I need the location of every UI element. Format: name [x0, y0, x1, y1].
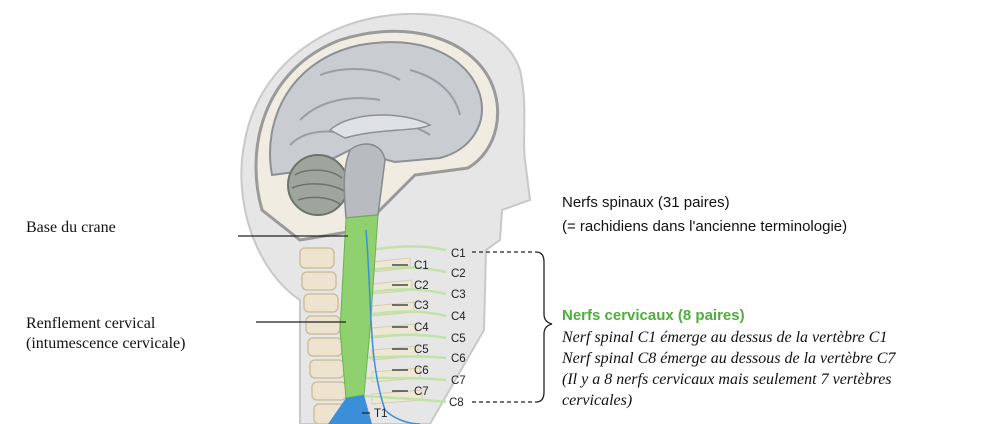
cervical-note-4: cervicales) [562, 392, 633, 409]
nerve-label: C5 [451, 333, 466, 345]
corpus-callosum [328, 114, 432, 139]
csf-region [328, 395, 372, 424]
cervical-nerves-title: Nerfs cervicaux (8 paires) [562, 307, 745, 324]
nerve-label: C1 [451, 248, 466, 260]
renflement-label-line2: (intumescence cervicale) [26, 335, 186, 352]
cervical-brace [535, 251, 553, 403]
brain [269, 41, 483, 177]
nerve-label: C4 [451, 311, 466, 323]
vertebra-label: T1 [374, 408, 387, 420]
cervical-note-3: (Il y a 8 nerfs cervicaux mais seulement… [562, 371, 892, 388]
nerve-label: C8 [449, 397, 464, 409]
nerve-label: C2 [451, 268, 466, 280]
dura-line [365, 229, 421, 424]
base-crane-label: Base du crane [26, 219, 116, 236]
vertebra-label: C7 [414, 386, 429, 398]
vertebra-leaders [362, 264, 408, 414]
vertebra-label: C5 [414, 344, 429, 356]
cervical-note-2: Nerf spinal C8 émerge au dessous de la v… [562, 350, 896, 367]
nerve-label: C6 [451, 353, 466, 365]
cerebellum [287, 154, 349, 216]
brainstem [343, 143, 386, 219]
spinal-nerves-subtitle: (= rachidiens dans l'ancienne terminolog… [562, 218, 848, 235]
cerebellum-folia [291, 169, 347, 205]
vertebra-label: C4 [414, 322, 429, 334]
nerve-label: C7 [451, 375, 466, 387]
cervical-note-1: Nerf spinal C1 émerge au dessus de la ve… [562, 329, 888, 346]
renflement-label-line1: Renflement cervical [26, 315, 156, 332]
vertebra-label: C3 [414, 300, 429, 312]
vertebra-label: C2 [414, 280, 429, 292]
nerve-label: C3 [451, 289, 466, 301]
vertebra-label: C1 [414, 260, 429, 272]
vertebra-label: C6 [414, 365, 429, 377]
vertebral-bodies [299, 247, 349, 424]
brain-gyri [289, 67, 461, 146]
spinal-nerves-title: Nerfs spinaux (31 paires) [562, 194, 730, 211]
